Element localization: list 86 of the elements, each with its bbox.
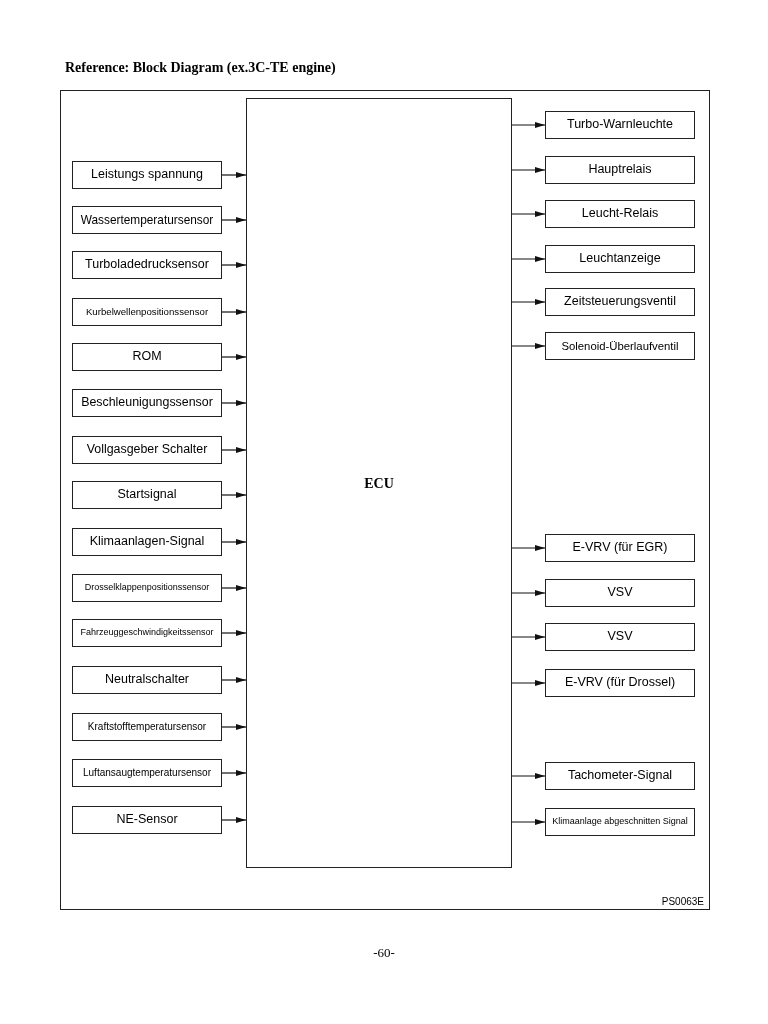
box-label: Klimaanlagen-Signal	[89, 534, 205, 550]
box-label: Vollgasgeber Schalter	[86, 442, 208, 458]
arrow	[221, 217, 247, 223]
box-label: E-VRV (für Drossel)	[564, 675, 676, 691]
component-box	[72, 298, 222, 326]
box-label: Kraftstofftemperatursensor	[87, 720, 207, 734]
box-label: Beschleunigungssensor	[81, 395, 213, 411]
box-label: ECU	[364, 474, 394, 493]
box-label: Kurbelwellenpositionssensor	[85, 305, 209, 319]
component-box	[545, 288, 695, 316]
component-box	[545, 534, 695, 562]
box-label: Startsignal	[117, 487, 177, 503]
arrow	[511, 590, 546, 596]
arrow	[511, 773, 546, 779]
arrow	[221, 172, 247, 178]
component-box	[545, 245, 695, 273]
arrow	[511, 545, 546, 551]
box-label: Tachometer-Signal	[567, 768, 673, 784]
component-box	[545, 808, 695, 836]
box-label: VSV	[607, 585, 633, 601]
box-label: Turbo-Warnleuchte	[566, 117, 674, 133]
arrow	[221, 724, 247, 730]
component-box	[72, 528, 222, 556]
arrow	[221, 585, 247, 591]
ecu-box	[246, 98, 512, 868]
box-label: Neutralschalter	[104, 672, 190, 688]
component-box	[545, 762, 695, 790]
component-box	[72, 206, 222, 234]
arrow	[511, 299, 546, 305]
box-label: ROM	[132, 349, 162, 365]
component-box	[72, 251, 222, 279]
component-box	[72, 759, 222, 787]
arrow	[511, 256, 546, 262]
component-box	[72, 806, 222, 834]
component-box	[545, 332, 695, 360]
arrow	[511, 680, 546, 686]
component-box	[545, 623, 695, 651]
component-box	[545, 579, 695, 607]
component-box	[72, 161, 222, 189]
component-box	[72, 713, 222, 741]
box-label: Leistungs spannung	[91, 167, 203, 183]
arrow	[511, 122, 546, 128]
component-box	[545, 669, 695, 697]
component-box	[72, 619, 222, 647]
box-label: Fahrzeuggeschwindigkeitssensor	[80, 627, 214, 639]
box-label: Wassertemperatursensor	[80, 212, 214, 228]
box-label: Solenoid-Überlaufventil	[561, 338, 679, 354]
arrow	[221, 354, 247, 360]
arrow	[511, 167, 546, 173]
arrow	[221, 400, 247, 406]
component-box	[72, 481, 222, 509]
box-label: E-VRV (für EGR)	[572, 540, 668, 556]
box-label: Hauptrelais	[588, 162, 652, 178]
box-label: Zeitsteuerungsventil	[564, 294, 676, 310]
box-label: NE-Sensor	[116, 812, 178, 828]
arrow	[511, 819, 546, 825]
component-box	[545, 111, 695, 139]
box-label: Luftansaugtemperatursensor	[82, 766, 212, 780]
component-box	[72, 389, 222, 417]
arrow	[221, 770, 247, 776]
component-box	[72, 343, 222, 371]
box-label: Leuchtanzeige	[579, 251, 661, 267]
component-box	[545, 156, 695, 184]
arrow	[221, 309, 247, 315]
component-box	[72, 436, 222, 464]
component-box	[72, 574, 222, 602]
arrow	[511, 211, 546, 217]
component-box	[72, 666, 222, 694]
arrow	[221, 677, 247, 683]
box-label: Leucht-Relais	[581, 206, 659, 222]
arrow	[511, 343, 546, 349]
arrow	[221, 539, 247, 545]
arrow	[221, 262, 247, 268]
arrow	[221, 492, 247, 498]
arrow	[221, 817, 247, 823]
box-label: Klimaanlage abgeschnitten Signal	[552, 816, 688, 828]
figure-code: PS0063E	[661, 895, 704, 909]
box-label: Turboladedrucksensor	[85, 257, 209, 273]
diagram-title: Reference: Block Diagram (ex.3C-TE engine)	[65, 59, 336, 77]
page-number: -60-	[372, 944, 396, 962]
arrow	[221, 630, 247, 636]
box-label: Drosselklappenpositionssensor	[84, 582, 210, 594]
arrow	[221, 447, 247, 453]
box-label: VSV	[607, 629, 633, 645]
arrow	[511, 634, 546, 640]
component-box	[545, 200, 695, 228]
